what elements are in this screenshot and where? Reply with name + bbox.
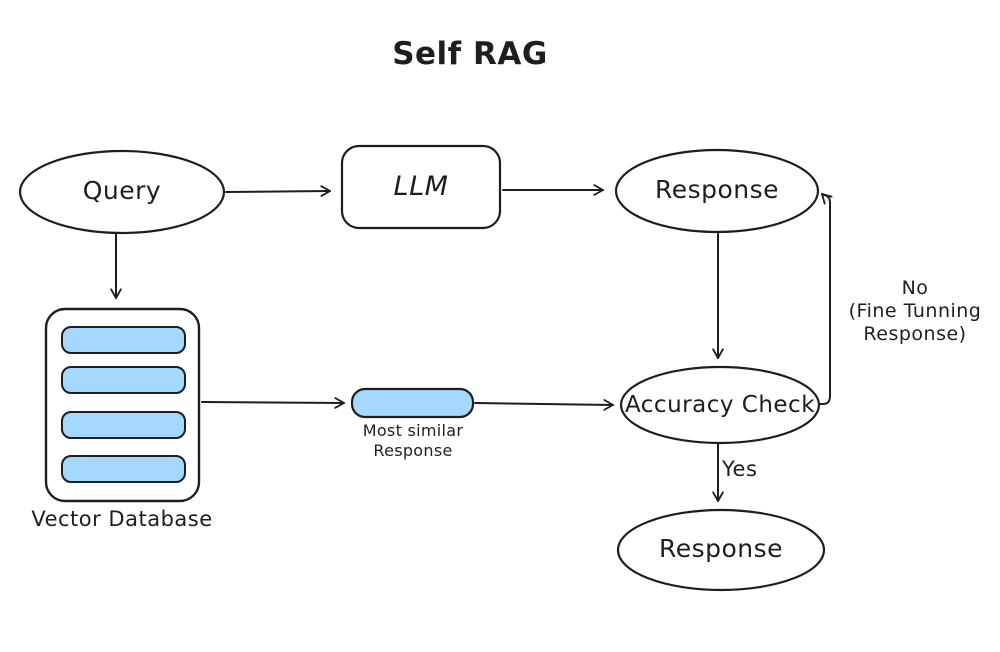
most-similar-response-label: Most similar Response xyxy=(362,421,464,460)
arrow-vector-db-to-most-similar xyxy=(201,397,345,409)
no-branch-label: No (Fine Tunning Response) xyxy=(848,277,982,346)
response-bottom-label: Response xyxy=(658,534,784,563)
yes-branch-label: Yes xyxy=(722,457,758,481)
query-label: Query xyxy=(82,176,162,205)
most-similar-node xyxy=(350,387,475,419)
arrow-most-similar-to-accuracy xyxy=(474,399,614,411)
llm-node xyxy=(340,144,502,230)
query-node xyxy=(18,149,226,235)
llm-label: LLM xyxy=(393,171,449,202)
accuracy-check-label: Accuracy Check xyxy=(624,392,816,418)
vector-database-icon xyxy=(44,307,201,503)
diagram-title: Self RAG xyxy=(392,36,548,72)
response-top-label: Response xyxy=(654,175,780,204)
response-top-node xyxy=(614,148,820,234)
vector-database-label: Vector Database xyxy=(31,507,213,531)
response-bottom-node xyxy=(616,508,826,592)
arrow-query-to-llm xyxy=(225,185,331,197)
arrow-accuracy-to-response-no-loop xyxy=(818,193,833,405)
